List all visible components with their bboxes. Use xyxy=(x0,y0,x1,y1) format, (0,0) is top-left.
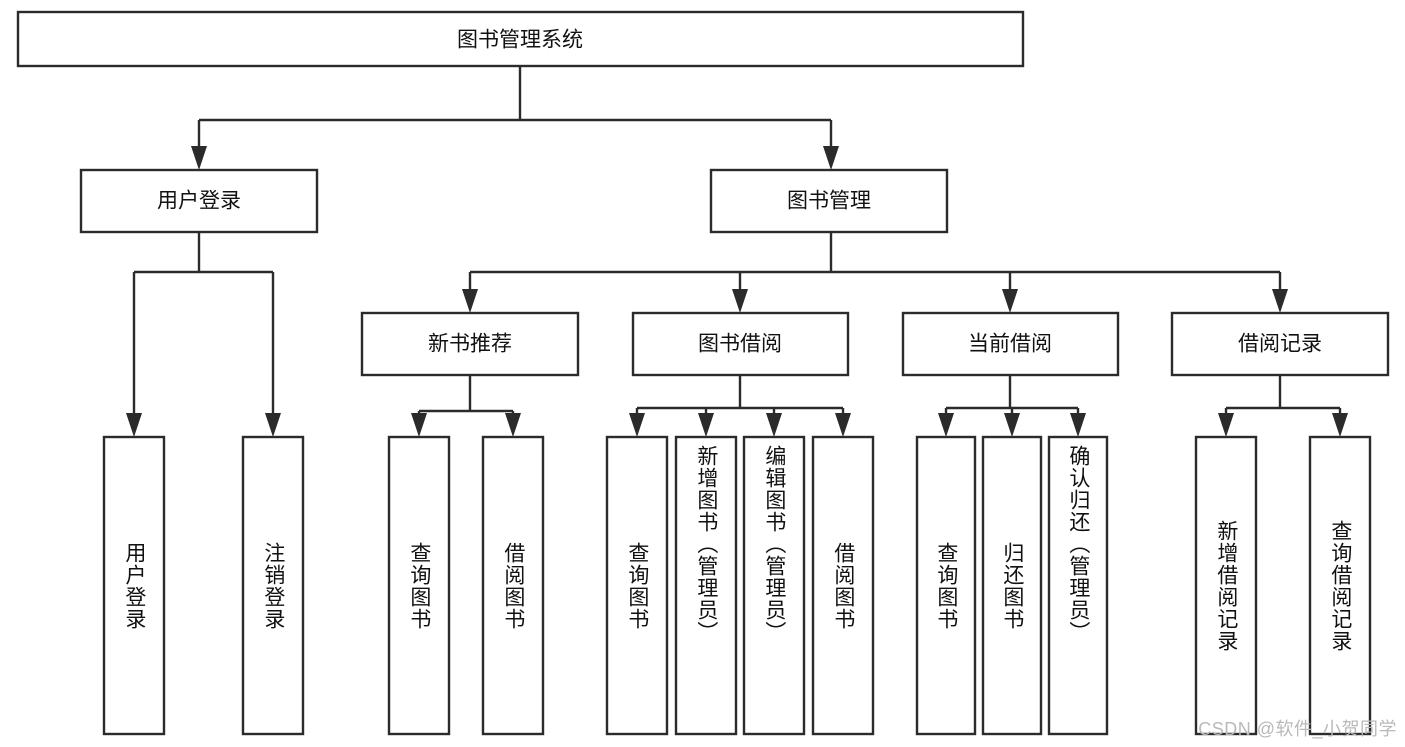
arrowhead-book-borrow xyxy=(732,289,748,313)
arrowhead-borrow-record xyxy=(1272,289,1288,313)
node-current-borrow-box[interactable] xyxy=(901,311,1120,377)
arrowhead-currentborrow-leaf-2 xyxy=(1004,413,1020,437)
arrowhead-newbook-leaf-2 xyxy=(505,413,521,437)
leaf-box-nb-query-book[interactable] xyxy=(387,435,451,736)
node-borrow-record-label: 借阅记录 xyxy=(1238,333,1322,356)
node-root-box[interactable] xyxy=(16,10,1025,68)
arrowhead-bookborrow-leaf-4 xyxy=(835,413,851,437)
connector-layer xyxy=(126,66,1348,437)
leaf-box-user-login[interactable] xyxy=(102,435,166,736)
leaf-box-bb-query-book[interactable] xyxy=(605,435,669,736)
arrowhead-bookborrow-leaf-1 xyxy=(629,413,645,437)
leaf-box-bb-add-book[interactable] xyxy=(674,435,738,736)
arrowhead-bookborrow-leaf-3 xyxy=(766,413,782,437)
node-book-borrow-box[interactable] xyxy=(631,311,850,377)
node-borrow-record-box[interactable] xyxy=(1170,311,1390,377)
leaf-box-cb-confirm-return[interactable] xyxy=(1047,435,1109,736)
arrowhead-leaf-user-login xyxy=(126,413,142,437)
arrowhead-bookborrow-leaf-2 xyxy=(698,413,714,437)
arrowhead-borrowrecord-leaf-2 xyxy=(1332,413,1348,437)
arrowhead-leaf-logout xyxy=(265,413,281,437)
csdn-watermark: CSDN @软件_小贺同学 xyxy=(1198,719,1397,739)
leaf-box-cb-query-book[interactable] xyxy=(915,435,977,736)
node-layer: 图书管理系统 用户登录 图书管理 新书推荐 图书借阅 当前借阅 借阅记录 xyxy=(16,10,1390,736)
leaf-box-nb-borrow-book[interactable] xyxy=(481,435,545,736)
leaf-box-logout[interactable] xyxy=(241,435,305,736)
leaf-box-bb-borrow-book[interactable] xyxy=(811,435,875,736)
arrowhead-current-borrow xyxy=(1002,289,1018,313)
node-user-login-label: 用户登录 xyxy=(157,190,241,213)
leaf-box-br-add-record[interactable] xyxy=(1194,435,1258,736)
node-book-borrow-label: 图书借阅 xyxy=(698,333,782,356)
node-book-manage-label: 图书管理 xyxy=(787,190,871,213)
arrowhead-book-manage xyxy=(823,146,839,170)
node-book-manage-box[interactable] xyxy=(709,168,949,234)
leaf-box-br-query-record[interactable] xyxy=(1308,435,1372,736)
arrowhead-currentborrow-leaf-3 xyxy=(1070,413,1086,437)
node-current-borrow-label: 当前借阅 xyxy=(968,333,1052,356)
node-root-label: 图书管理系统 xyxy=(457,29,583,52)
arrowhead-user-login xyxy=(191,146,207,170)
node-new-book-label: 新书推荐 xyxy=(428,333,512,356)
leaf-box-bb-edit-book[interactable] xyxy=(742,435,806,736)
arrowhead-borrowrecord-leaf-1 xyxy=(1218,413,1234,437)
node-user-login-box[interactable] xyxy=(79,168,319,234)
arrowhead-newbook-leaf-1 xyxy=(411,413,427,437)
arrowhead-currentborrow-leaf-1 xyxy=(938,413,954,437)
node-new-book-box[interactable] xyxy=(360,311,580,377)
leaf-box-cb-return-book[interactable] xyxy=(981,435,1043,736)
arrowhead-new-book xyxy=(462,289,478,313)
